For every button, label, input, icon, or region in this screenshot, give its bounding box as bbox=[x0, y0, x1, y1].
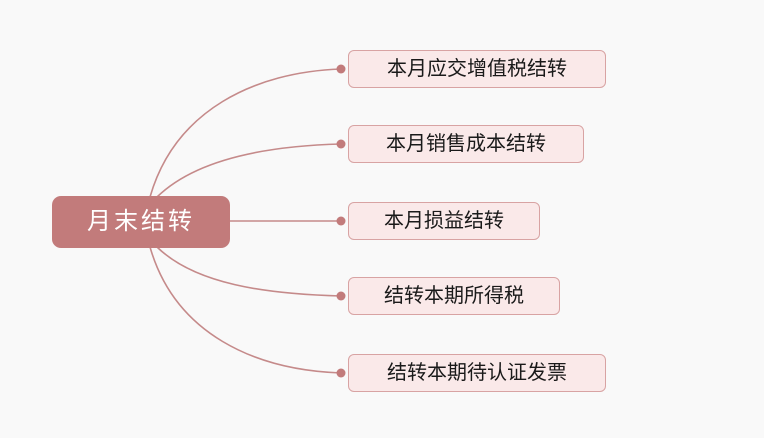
branch-endpoint-dot-1 bbox=[336, 64, 346, 74]
leaf-node-label: 结转本期待认证发票 bbox=[387, 362, 567, 384]
root-node[interactable]: 月末结转 bbox=[52, 196, 230, 248]
branch-path-1 bbox=[149, 68, 342, 198]
leaf-node-5[interactable]: 结转本期待认证发票 bbox=[348, 354, 606, 392]
leaf-node-label: 本月销售成本结转 bbox=[386, 133, 546, 155]
branch-endpoint-dot-5 bbox=[336, 368, 346, 378]
leaf-node-1[interactable]: 本月应交增值税结转 bbox=[348, 50, 606, 88]
leaf-node-2[interactable]: 本月销售成本结转 bbox=[348, 125, 584, 163]
branch-endpoint-dot-2 bbox=[336, 139, 346, 149]
branch-endpoint-dot-4 bbox=[336, 291, 346, 301]
leaf-node-label: 本月应交增值税结转 bbox=[387, 58, 567, 80]
leaf-node-label: 本月损益结转 bbox=[384, 210, 504, 232]
leaf-node-3[interactable]: 本月损益结转 bbox=[348, 202, 540, 240]
branch-path-4 bbox=[156, 246, 342, 297]
root-node-label: 月末结转 bbox=[87, 208, 195, 235]
branch-path-2 bbox=[156, 143, 342, 198]
leaf-node-4[interactable]: 结转本期所得税 bbox=[348, 277, 560, 315]
branch-endpoint-dot-3 bbox=[336, 216, 346, 226]
branch-path-5 bbox=[149, 246, 342, 374]
leaf-node-label: 结转本期所得税 bbox=[384, 285, 524, 307]
